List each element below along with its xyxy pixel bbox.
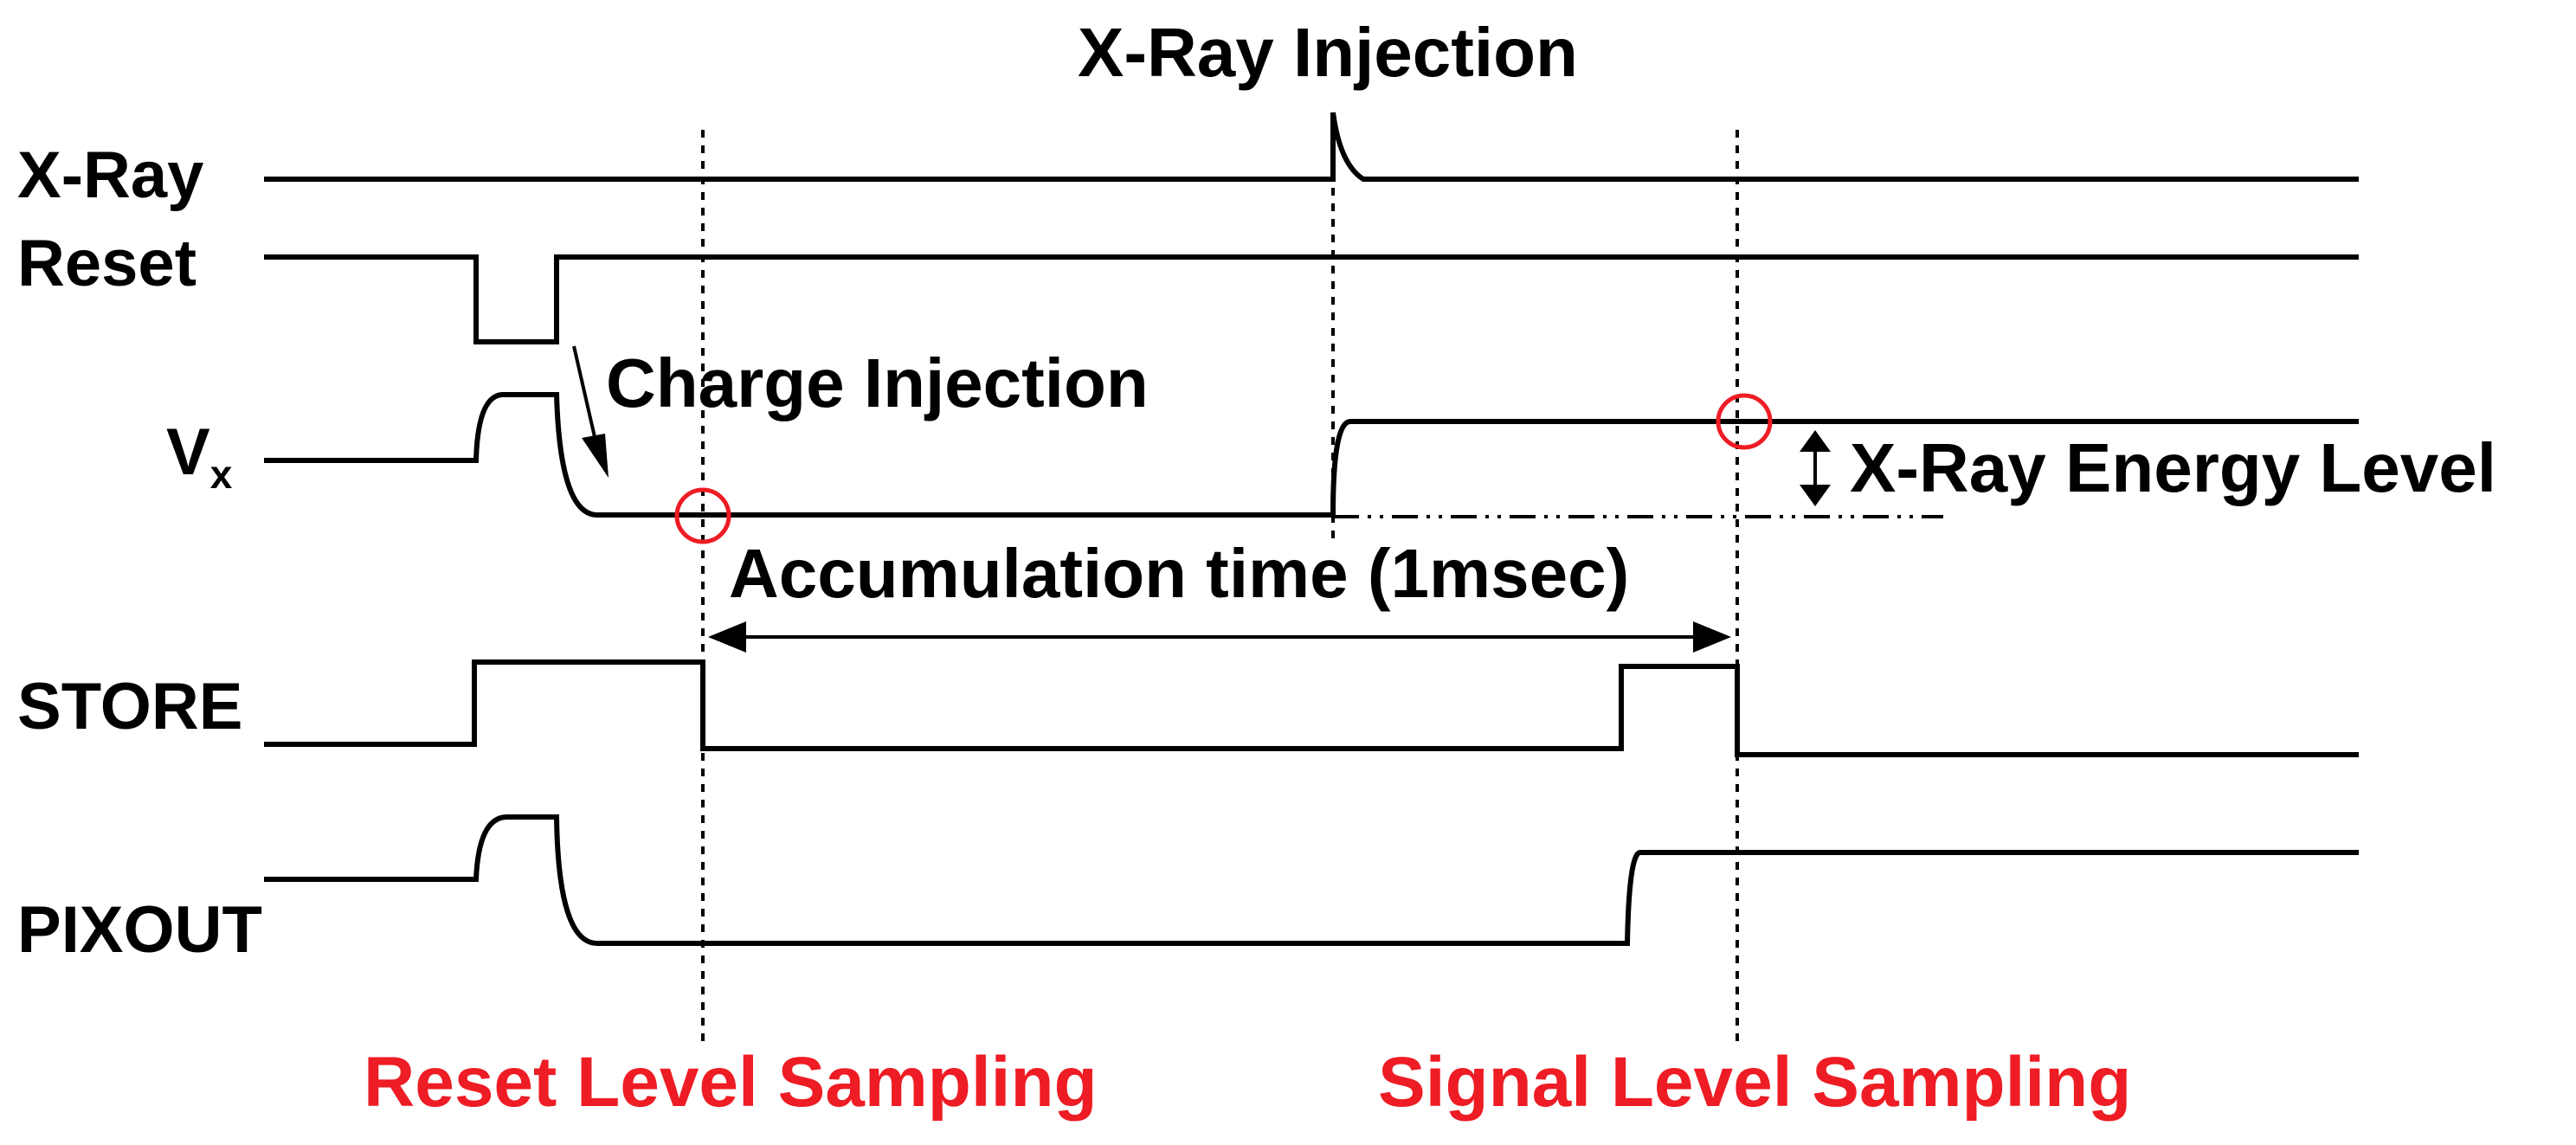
accumulation-arrowhead-left <box>708 621 746 653</box>
reset-sampling-marker <box>674 487 731 544</box>
vx-main-text: V <box>166 415 210 489</box>
store-signal-label: STORE <box>17 670 242 743</box>
charge-injection-arrow-shaft <box>572 345 599 449</box>
xray-waveform <box>264 112 2359 182</box>
pixout-waveform <box>264 814 2359 946</box>
pixout-signal-label: PIXOUT <box>17 893 262 967</box>
charge-injection-arrowhead <box>582 434 609 478</box>
energy-level-label: X-Ray Energy Level <box>1850 429 2496 506</box>
charge-injection-label: Charge Injection <box>606 344 1149 421</box>
xray-signal-label: X-Ray <box>17 138 203 212</box>
energy-level-arrowhead-down <box>1800 485 1831 506</box>
vx-subscript: x <box>210 452 233 497</box>
accumulation-time-label: Accumulation time (1msec) <box>729 535 1629 612</box>
vx-waveform <box>264 392 2359 518</box>
reset-level-sampling-label: Reset Level Sampling <box>364 1043 1098 1122</box>
vx-signal-label: Vx <box>166 415 233 497</box>
store-waveform <box>264 659 2359 757</box>
reset-waveform <box>264 254 2359 344</box>
energy-level-arrowhead-up <box>1800 430 1831 452</box>
reset-signal-label: Reset <box>17 227 196 300</box>
xray-injection-label: X-Ray Injection <box>1078 14 1578 91</box>
signal-level-sampling-label: Signal Level Sampling <box>1378 1043 2131 1122</box>
accumulation-arrowhead-right <box>1693 621 1731 653</box>
signal-sampling-marker <box>1716 393 1773 450</box>
